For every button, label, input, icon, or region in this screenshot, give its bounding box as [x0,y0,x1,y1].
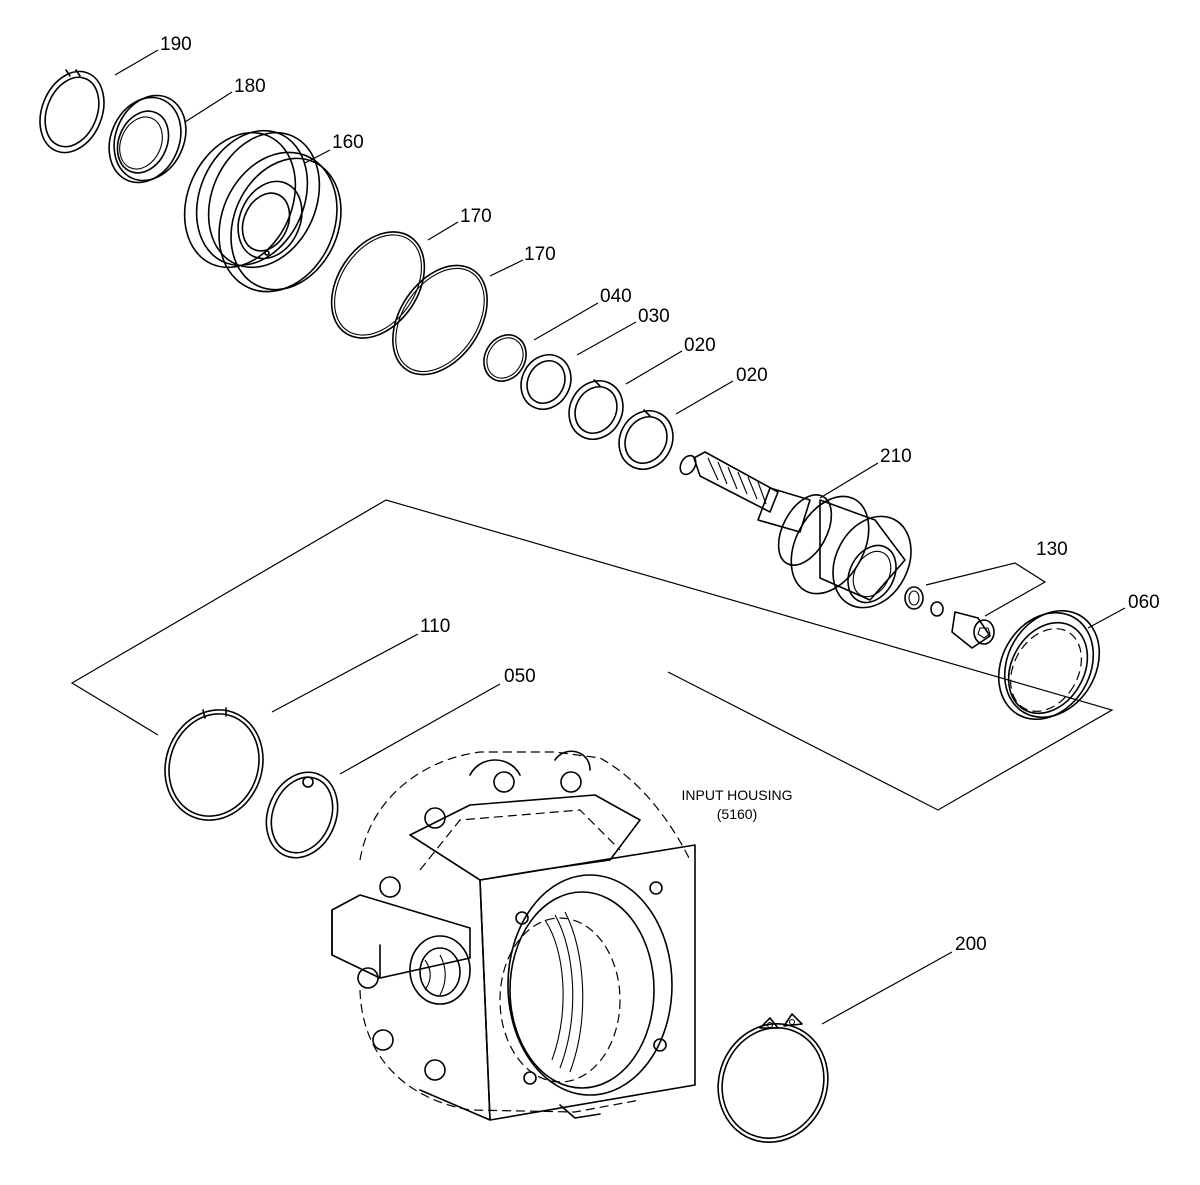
callout-040: 040 [600,286,632,307]
callout-210: 210 [880,446,912,467]
part-170-seal-ring-b [392,264,488,376]
part-200-circlip [717,1013,829,1143]
part-020-seal-ring-a [568,379,624,440]
input-housing [331,750,696,1121]
housing-note: INPUT HOUSING (5160) [682,787,793,822]
part-110-snap-ring [164,707,264,821]
callout-170-a: 170 [460,206,492,227]
part-030-washer [520,354,572,410]
callout-180: 180 [234,76,266,97]
callout-020-a: 020 [684,335,716,356]
part-180-bearing [108,94,187,184]
part-160-clutch-drum [183,129,342,293]
callout-190: 190 [160,34,192,55]
callout-020-b: 020 [736,365,768,386]
callout-030: 030 [638,306,670,327]
callout-110: 110 [420,616,450,637]
part-130-plug-assembly [904,586,995,649]
part-210-input-shaft [679,451,912,609]
callout-130: 130 [1036,539,1068,560]
callout-labels: 190 180 160 170 170 040 030 020 020 210 … [160,34,1160,955]
housing-note-title: INPUT HOUSING [682,787,793,803]
housing-note-number: (5160) [717,806,757,822]
part-050-snap-ring [265,771,339,859]
callout-050: 050 [504,666,536,687]
callout-160: 160 [332,132,364,153]
leader-lines [70,49,1126,1025]
part-170-seal-ring-a [330,231,426,339]
callout-170-b: 170 [524,244,556,265]
part-040-o-ring [483,334,527,382]
callout-200: 200 [955,934,987,955]
part-020-seal-ring-b [618,409,674,470]
callout-060: 060 [1128,592,1160,613]
part-060-bearing [997,609,1101,721]
part-190-snap-ring [39,69,105,154]
